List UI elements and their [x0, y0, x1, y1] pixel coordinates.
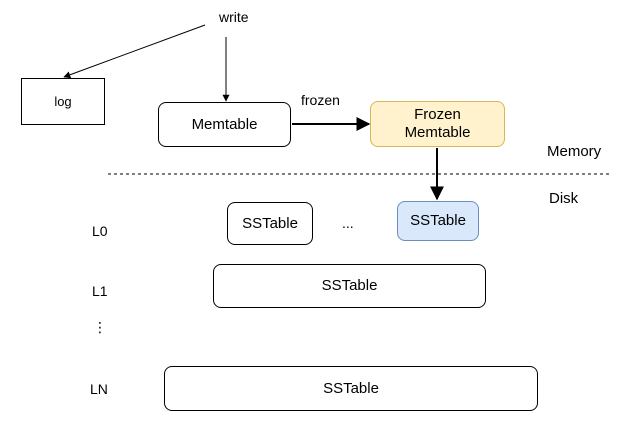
l1-sstable-label: SSTable	[321, 277, 378, 294]
l0-sstable-label: SSTable	[242, 214, 298, 232]
l0-new-sstable-box: SSTable	[397, 201, 479, 241]
ln-sstable-box: SSTable	[164, 366, 538, 411]
frozen-memtable-label: Frozen Memtable	[404, 106, 471, 141]
frozen-edge-label: frozen	[301, 92, 340, 108]
level-ellipsis: ⋮	[93, 319, 107, 335]
l1-sstable-box: SSTable	[213, 264, 486, 308]
level-l0-label: L0	[92, 223, 108, 239]
frozen-memtable-box: Frozen Memtable	[370, 101, 505, 147]
write-label: write	[219, 9, 249, 25]
level-l1-label: L1	[92, 283, 108, 299]
l0-sstable-box: SSTable	[227, 202, 313, 245]
log-box: log	[21, 78, 105, 125]
write-to-log-arrow	[63, 24, 206, 79]
disk-region-label: Disk	[549, 190, 579, 207]
ln-sstable-label: SSTable	[323, 379, 379, 397]
l0-ellipsis: ...	[342, 215, 354, 231]
l0-new-sstable-label: SSTable	[410, 212, 466, 229]
log-label: log	[54, 93, 72, 109]
memtable-label: Memtable	[191, 115, 258, 133]
level-ln-label: LN	[90, 381, 108, 397]
memtable-box: Memtable	[158, 102, 291, 147]
memory-region-label: Memory	[547, 143, 602, 160]
